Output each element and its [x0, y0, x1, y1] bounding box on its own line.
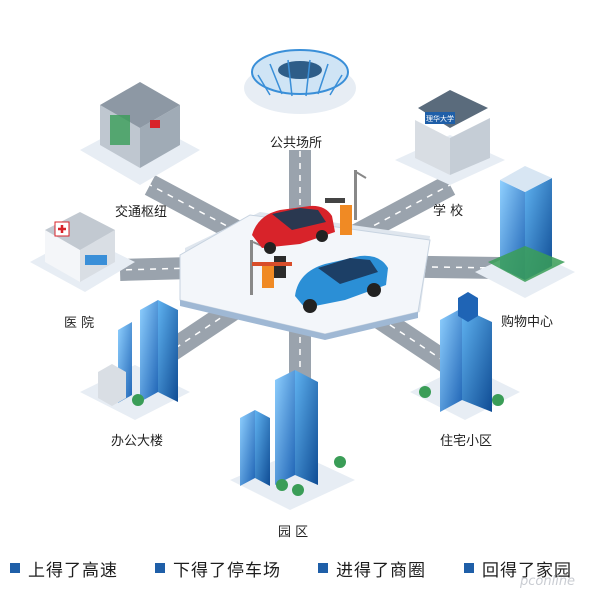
footer-item-business-district: 进得了商圈 [318, 557, 426, 581]
central-parking-platform [179, 212, 431, 340]
school-sign-text: 理华大学 [426, 114, 454, 123]
footer-text: 进得了商圈 [336, 560, 426, 581]
label-residential: 住宅小区 [440, 434, 493, 449]
bullet-square-icon [10, 563, 20, 573]
blue-car [295, 255, 388, 313]
watermark-text: pconline [520, 574, 576, 589]
label-office-building: 办公大楼 [111, 434, 164, 449]
label-hospital: 医 院 [64, 316, 95, 331]
bullet-square-icon [464, 563, 474, 573]
park-icon [230, 370, 355, 510]
stadium-icon [244, 49, 356, 114]
label-park: 园 区 [278, 525, 309, 540]
shopping-center-icon [475, 166, 575, 298]
residential-icon [410, 292, 520, 420]
footer-text: 上得了高速 [28, 560, 118, 581]
parking-gate-back [325, 170, 367, 235]
hospital-icon [30, 212, 135, 292]
bullet-square-icon [318, 563, 328, 573]
office-building-icon [80, 300, 190, 420]
label-school: 学 校 [433, 204, 464, 219]
footer-item-parking: 下得了停车场 [155, 557, 281, 581]
red-car [252, 205, 335, 254]
school-icon: 理华大学 [395, 90, 505, 185]
footer-item-home: 回得了家园 [464, 557, 572, 581]
transport-hub-icon [80, 82, 200, 185]
label-shopping-center: 购物中心 [501, 315, 554, 330]
footer-text: 下得了停车场 [173, 560, 281, 581]
label-transport-hub: 交通枢纽 [115, 205, 168, 220]
bullet-square-icon [155, 563, 165, 573]
footer-text: 回得了家园 [482, 560, 572, 581]
label-public-venue: 公共场所 [270, 136, 323, 151]
footer-item-highway: 上得了高速 [10, 557, 118, 581]
